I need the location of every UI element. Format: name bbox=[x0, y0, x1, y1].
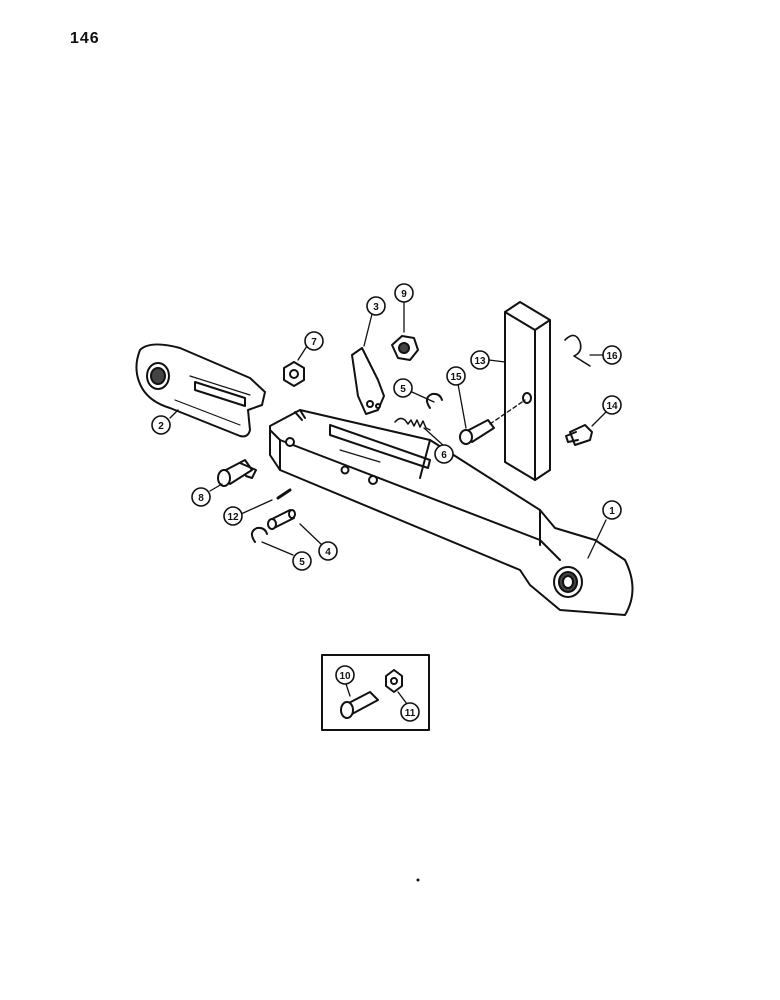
clip-lower bbox=[251, 526, 268, 543]
callout-10: 10 bbox=[335, 665, 355, 685]
lock-nut bbox=[391, 335, 419, 361]
callout-15: 15 bbox=[446, 366, 466, 386]
callout-4: 4 bbox=[318, 541, 338, 561]
callout-label: 7 bbox=[311, 337, 317, 348]
callout-label: 8 bbox=[198, 493, 204, 504]
callout-label: 3 bbox=[373, 302, 379, 313]
callout-label: 11 bbox=[405, 708, 416, 719]
bolt bbox=[217, 459, 257, 487]
callout-14: 14 bbox=[602, 395, 622, 415]
callout-16: 16 bbox=[602, 345, 622, 365]
spring bbox=[394, 417, 431, 431]
speck bbox=[416, 878, 420, 882]
callout-7: 7 bbox=[304, 331, 324, 351]
callout-label: 1 bbox=[609, 506, 615, 517]
callout-2: 2 bbox=[151, 415, 171, 435]
clevis-pin bbox=[459, 419, 495, 445]
callout-label: 4 bbox=[325, 547, 331, 558]
callout-3: 3 bbox=[366, 296, 386, 316]
clip-upper bbox=[426, 392, 443, 409]
callout-13: 13 bbox=[470, 350, 490, 370]
callout-label: 12 bbox=[227, 512, 239, 523]
plate bbox=[504, 301, 551, 481]
end-link bbox=[135, 343, 266, 438]
callout-label: 9 bbox=[401, 289, 407, 300]
callout-label: 2 bbox=[158, 421, 164, 432]
lever bbox=[351, 347, 385, 415]
callout-label: 6 bbox=[441, 450, 447, 461]
linch-pin bbox=[564, 334, 591, 367]
callout-label: 10 bbox=[339, 671, 351, 682]
callout-label: 15 bbox=[450, 372, 462, 383]
callout-label: 13 bbox=[474, 356, 486, 367]
page-number: 146 bbox=[70, 30, 100, 47]
callout-6: 6 bbox=[434, 444, 454, 464]
callout-5-lower: 5 bbox=[292, 551, 312, 571]
nut-small bbox=[283, 361, 305, 387]
callout-label: 14 bbox=[606, 401, 618, 412]
callout-12: 12 bbox=[223, 506, 243, 526]
callout-label: 16 bbox=[606, 351, 618, 362]
callout-5-upper: 5 bbox=[393, 378, 413, 398]
callout-label: 5 bbox=[299, 557, 305, 568]
roll-pin bbox=[276, 488, 292, 500]
callout-label: 5 bbox=[400, 384, 406, 395]
callout-11: 11 bbox=[400, 702, 420, 722]
lower-link-arm bbox=[269, 409, 634, 616]
dashed-guide-line bbox=[489, 399, 526, 425]
callout-9: 9 bbox=[394, 283, 414, 303]
callout-1: 1 bbox=[602, 500, 622, 520]
pin bbox=[267, 509, 296, 530]
fitting bbox=[565, 424, 593, 446]
callout-8: 8 bbox=[191, 487, 211, 507]
